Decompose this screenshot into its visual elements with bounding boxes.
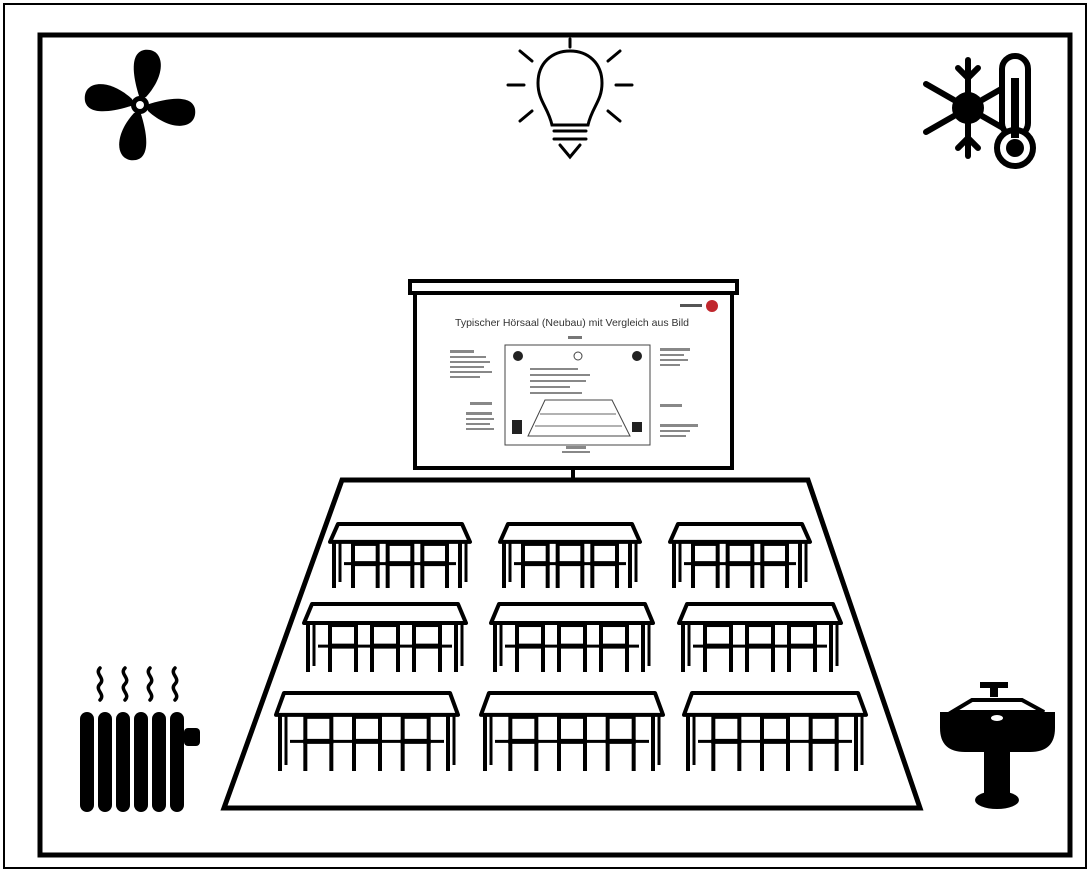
desk bbox=[304, 604, 466, 623]
desk bbox=[500, 524, 640, 542]
desk bbox=[679, 604, 841, 623]
desk bbox=[670, 524, 810, 542]
desk bbox=[276, 693, 458, 715]
desk bbox=[684, 693, 866, 715]
desk bbox=[481, 693, 663, 715]
desk bbox=[330, 524, 470, 542]
desk bbox=[491, 604, 653, 623]
seating-area bbox=[276, 524, 866, 771]
slide-logo bbox=[706, 300, 718, 312]
projected-slide-title: Typischer Hörsaal (Neubau) mit Vergleich… bbox=[455, 317, 689, 329]
